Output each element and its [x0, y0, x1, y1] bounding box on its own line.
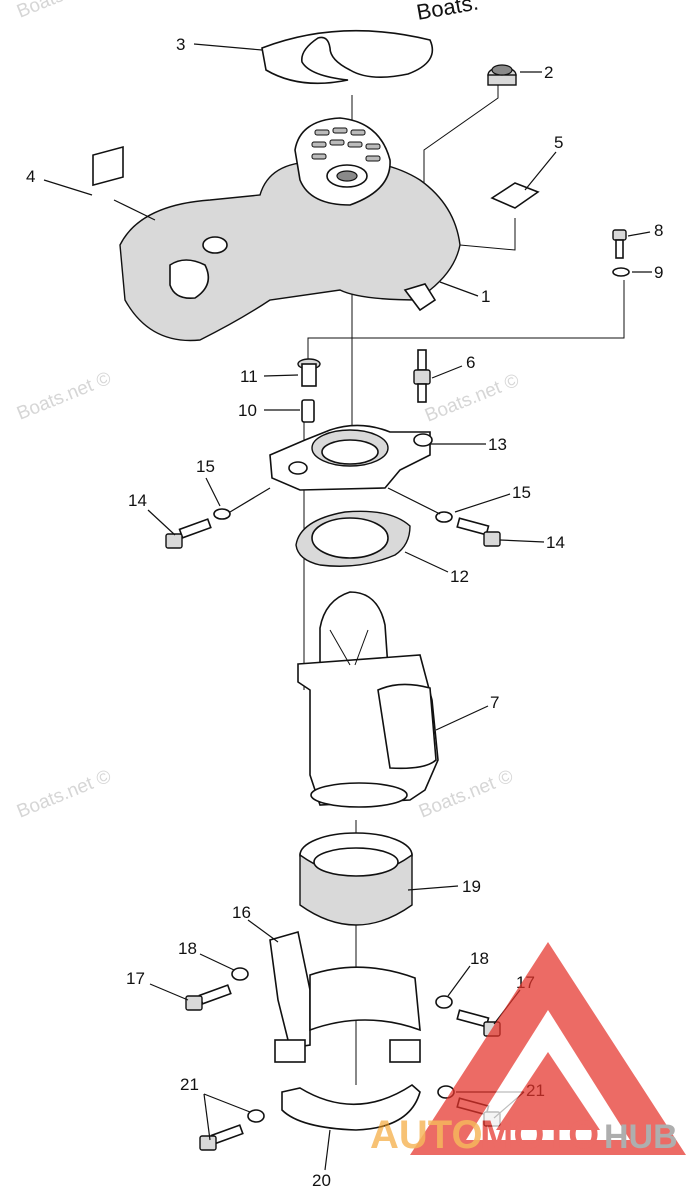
logo-hub: HUB: [604, 1118, 678, 1156]
callout-15a: 15: [196, 457, 215, 476]
part-2-grommet: [487, 64, 517, 86]
part-7-starter-motor: [297, 591, 439, 808]
part-12-gasket: [295, 510, 411, 567]
automotohub-logo: AUTO MOTO HUB: [370, 942, 686, 1157]
part-18-washer-right: [435, 995, 453, 1009]
callout-15b: 15: [512, 483, 531, 502]
callout-11: 11: [240, 367, 258, 386]
callout-21a: 21: [180, 1075, 199, 1094]
callout-16: 16: [232, 903, 251, 922]
part-9-washer: [612, 267, 630, 277]
callout-14b: 14: [546, 533, 565, 552]
part-1-cover: [119, 117, 461, 342]
part-14-bolt-left: [165, 518, 212, 549]
watermark-mid-left: Boats.net ©: [14, 368, 114, 425]
watermark-top-right: Boats.: [415, 0, 481, 25]
callout-3: 3: [176, 35, 185, 54]
callout-20: 20: [312, 1171, 331, 1190]
part-20-strap: [281, 1083, 421, 1131]
callout-5: 5: [554, 133, 563, 152]
watermark-top-left: Boats.net ©: [14, 0, 114, 23]
part-4-decal: [92, 146, 124, 187]
logo-triangle-core: [496, 1052, 600, 1130]
logo-auto: AUTO: [370, 1113, 483, 1157]
logo-moto: MOTO: [480, 1113, 599, 1157]
callout-17a: 17: [126, 969, 145, 988]
callout-4: 4: [26, 167, 35, 186]
callout-12: 12: [450, 567, 469, 586]
watermark-mid-right: Boats.net ©: [422, 370, 522, 427]
callout-18b: 18: [470, 949, 489, 968]
part-21-washer-left: [247, 1109, 265, 1123]
callout-14a: 14: [128, 491, 147, 510]
callout-9: 9: [654, 263, 663, 282]
part-3-plate: [261, 29, 434, 85]
part-18-washer-left: [231, 967, 249, 981]
part-10-sleeve: [301, 399, 315, 423]
callout-8: 8: [654, 221, 663, 240]
part-15-washer-right: [435, 511, 453, 523]
part-5-decal: [490, 182, 540, 209]
callout-numbers: 1 2 3 4 5 6 7 8 9 10 11 12 13 14 14 15 1…: [26, 35, 663, 1190]
callout-19: 19: [462, 877, 481, 896]
callout-1: 1: [481, 287, 490, 306]
callout-10: 10: [238, 401, 257, 420]
part-16-bracket: [269, 930, 421, 1063]
watermark-low-left: Boats.net ©: [14, 766, 114, 823]
part-14-bolt-right: [456, 517, 501, 547]
callout-6: 6: [466, 353, 475, 372]
part-19-foam-ring: [299, 832, 413, 926]
callout-18a: 18: [178, 939, 197, 958]
part-17-bolt-left: [185, 984, 232, 1011]
part-8-bolt: [612, 229, 627, 259]
callout-13: 13: [488, 435, 507, 454]
part-11-bushing: [297, 358, 321, 387]
callout-7: 7: [490, 693, 499, 712]
part-15-washer-left: [213, 508, 231, 520]
part-13-bracket: [269, 424, 433, 491]
part-21-bolt-left: [199, 1124, 244, 1151]
part-6-stud: [413, 349, 431, 403]
callout-2: 2: [544, 63, 553, 82]
